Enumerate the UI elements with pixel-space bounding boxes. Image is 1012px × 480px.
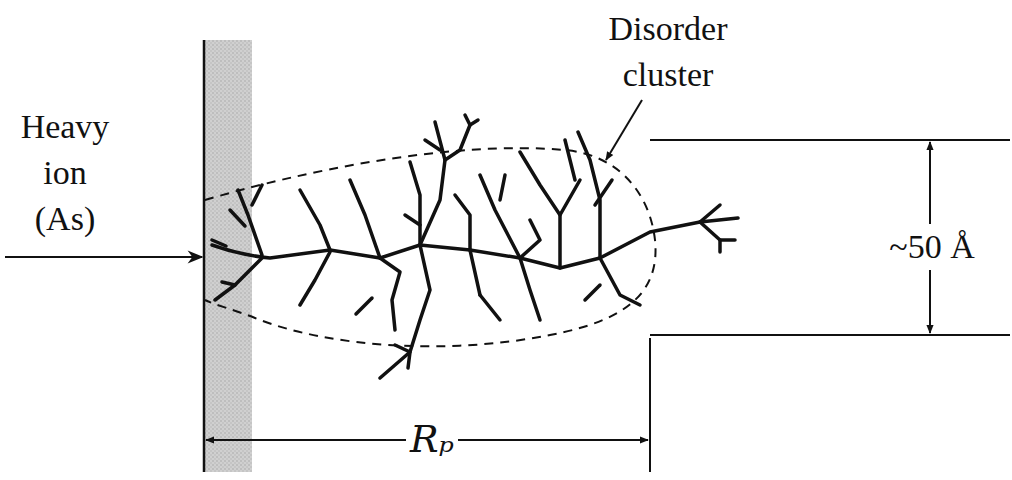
dimension-label: Rₚ <box>406 416 458 462</box>
callout-label: Disorder cluster <box>593 6 743 98</box>
surface-line <box>203 40 206 472</box>
leader-arrow <box>606 100 642 160</box>
ion-arrow <box>5 256 202 258</box>
ion-label: Heavy ion (As) <box>13 104 117 242</box>
surface-layer <box>204 40 252 472</box>
dimension-label: ~50 Å <box>885 224 978 270</box>
extension-line <box>650 139 1010 141</box>
damage-tree <box>212 115 738 378</box>
dimension-arrow <box>929 142 931 228</box>
extension-line <box>650 334 1010 336</box>
dimension-arrow <box>929 270 931 333</box>
extension-line <box>649 338 651 472</box>
